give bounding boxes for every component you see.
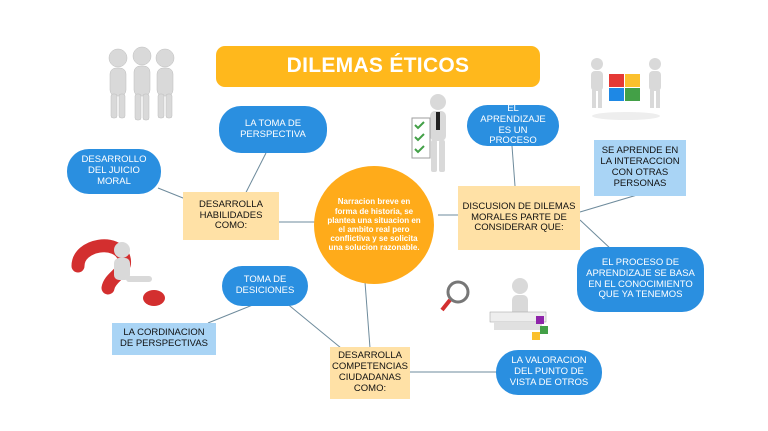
- magnifier-person-icon: [440, 278, 548, 340]
- node-desarrolla-habilidades: DESARROLLA HABILIDADES COMO:: [183, 192, 279, 240]
- connector-line: [284, 301, 342, 349]
- node-interaccion-personas: SE APRENDE EN LA INTERACCION CON OTRAS P…: [594, 140, 686, 196]
- node-toma-desiciones: TOMA DE DESICIONES: [222, 266, 308, 306]
- connector-line: [511, 145, 516, 187]
- node-proceso-aprendizaje: EL PROCESO DE APRENDIZAJE SE BASA EN EL …: [577, 247, 704, 312]
- node-aprendizaje-proceso: EL APRENDIZAJE ES UN PROCESO: [467, 103, 559, 146]
- node-toma-perspectiva: LA TOMA DE PERSPECTIVA: [219, 106, 327, 153]
- node-competencias-ciudadanas: DESARROLLA COMPETENCIAS CIUDADANAS COMO:: [330, 347, 410, 399]
- node-juicio-moral: DESARROLLO DEL JUICIO MORAL: [67, 149, 161, 194]
- page-title: DILEMAS ÉTICOS: [216, 46, 540, 87]
- people-group-icon: [108, 46, 175, 121]
- connector-line: [364, 281, 371, 349]
- node-valoracion-punto-vista: LA VALORACION DEL PUNTO DE VISTA DE OTRO…: [496, 350, 602, 395]
- connector-line: [579, 194, 638, 213]
- connector-line: [579, 219, 613, 251]
- node-discusion-dilemas: DISCUSION DE DILEMAS MORALES PARTE DE CO…: [458, 186, 580, 250]
- center-definition-circle: Narracion breve en forma de historia, se…: [314, 166, 434, 284]
- checklist-person-icon: [411, 94, 446, 172]
- puzzle-team-icon: [591, 58, 661, 120]
- node-cordinacion-perspectivas: LA CORDINACION DE PERSPECTIVAS: [112, 323, 216, 355]
- question-mark-person-icon: [71, 239, 165, 306]
